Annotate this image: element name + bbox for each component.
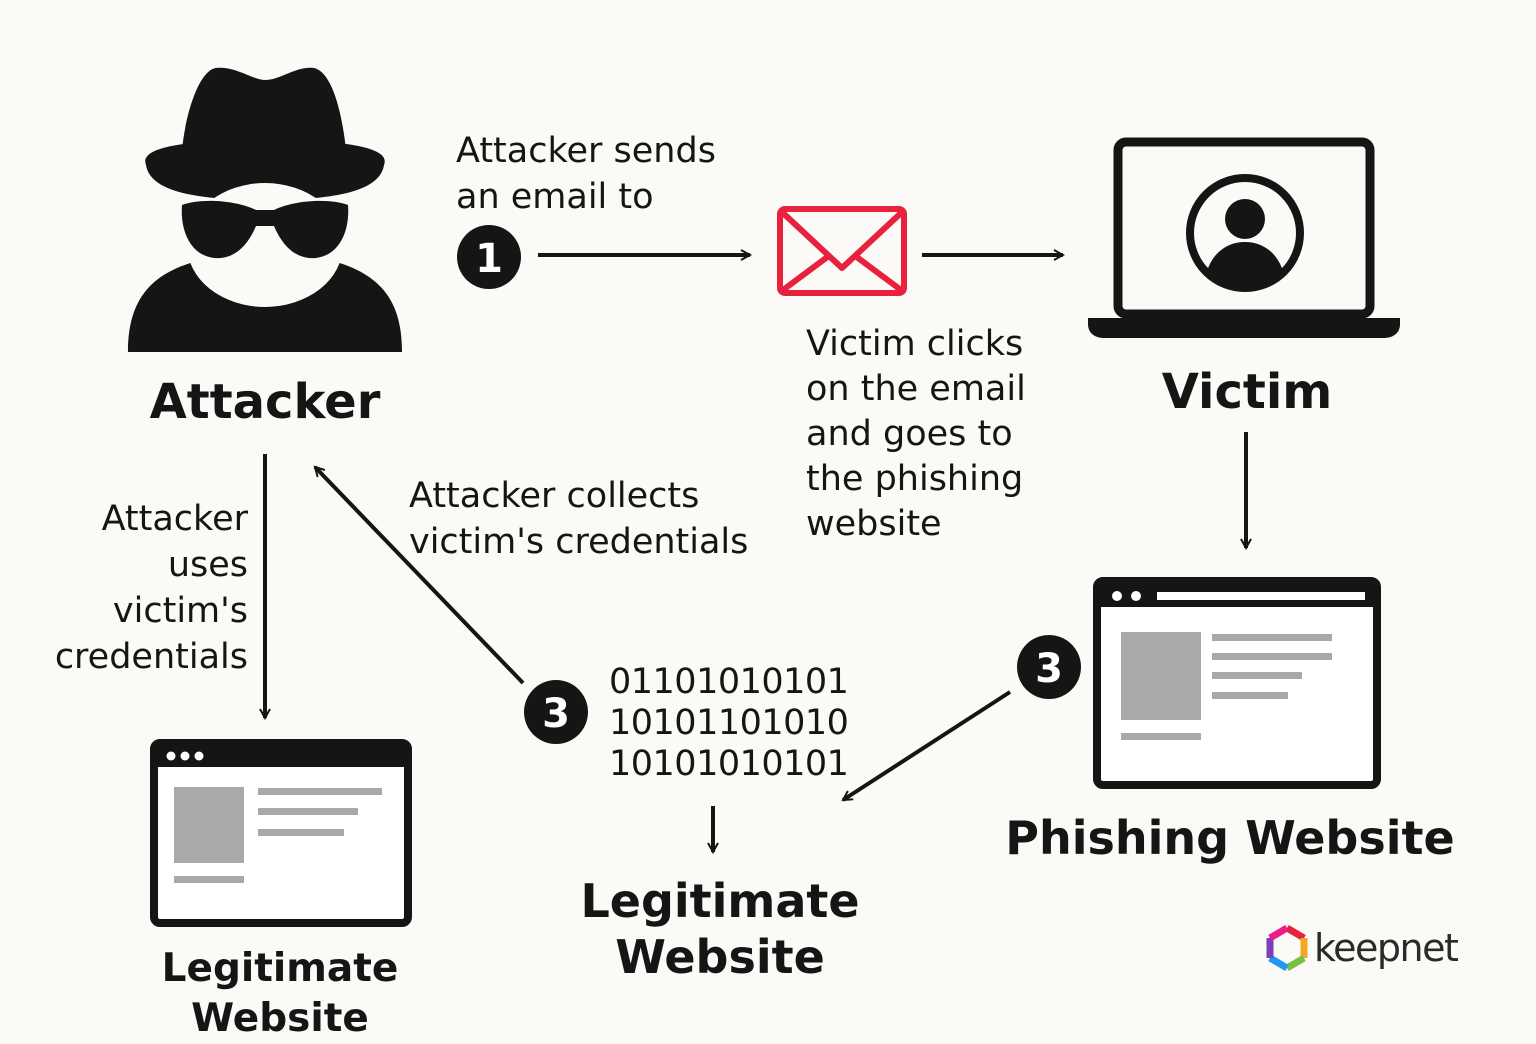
step1-number: 1: [475, 236, 503, 282]
step3-right-badge: 3: [1017, 635, 1081, 699]
laptop-user-icon: [1088, 137, 1400, 338]
email-envelope-icon: [777, 206, 907, 296]
victim-clicks-description: Victim clicks on the email and goes to t…: [806, 324, 1026, 544]
arrow-phishing-to-binary: [843, 690, 1012, 802]
binary-data: 01101010101 10101101010 10101010101: [609, 662, 849, 784]
step1-description: Attacker sends an email to: [456, 131, 716, 217]
legitimate-website-center-label: Legitimate Website: [580, 874, 860, 984]
attacker-spy-icon: [128, 67, 402, 352]
browser-window-icon: [150, 739, 412, 927]
attacker-label: Attacker: [149, 374, 381, 430]
step3-center-number: 3: [542, 691, 570, 737]
step1-badge: 1: [457, 225, 521, 289]
legitimate-website-left-label: Legitimate Website: [161, 946, 399, 1041]
victim-label: Victim: [1161, 364, 1333, 420]
brand-name: keepnet: [1314, 926, 1459, 970]
browser-window-icon: [1093, 577, 1381, 789]
arrow-credentials-to-attacker: [313, 467, 525, 685]
brand-logo: keepnet: [1262, 920, 1459, 976]
uses-credentials-description: Attacker uses victim's credentials: [54, 499, 248, 677]
step3-right-number: 3: [1035, 646, 1063, 692]
keepnet-logo-icon: [1266, 924, 1308, 972]
collects-credentials-description: Attacker collects victim's credentials: [409, 476, 749, 562]
step3-center-badge: 3: [524, 680, 588, 744]
phishing-website-label: Phishing Website: [1005, 811, 1455, 865]
